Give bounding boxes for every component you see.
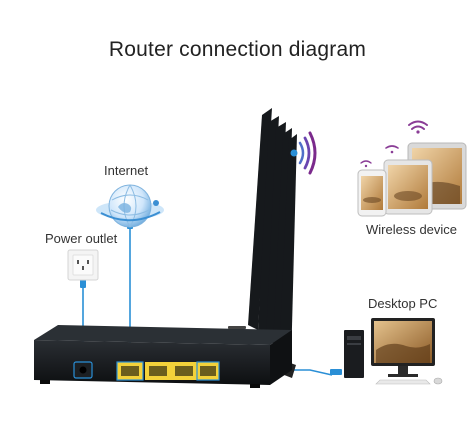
wireless-devices [357,120,467,217]
wireless-device-label: Wireless device [366,222,458,237]
wifi-small-icon-2 [385,145,399,154]
power-outlet-label: Power outlet [45,231,118,246]
desktop-pc-icon [344,318,443,385]
lan-ports [116,361,220,381]
tablet-icon-2 [383,159,433,215]
desktop-pc-label: Desktop PC [368,296,438,311]
wifi-small-icon [408,120,428,134]
globe-icon [96,184,164,228]
diagram-title: Router connection diagram [108,38,367,61]
router-icon [34,108,297,388]
desktop-plug [330,369,342,375]
phone-icon [357,169,387,217]
wifi-small-icon-3 [360,160,372,168]
power-outlet-icon [67,249,99,281]
internet-label: Internet [104,163,149,178]
wifi-signal-icon [290,131,317,175]
